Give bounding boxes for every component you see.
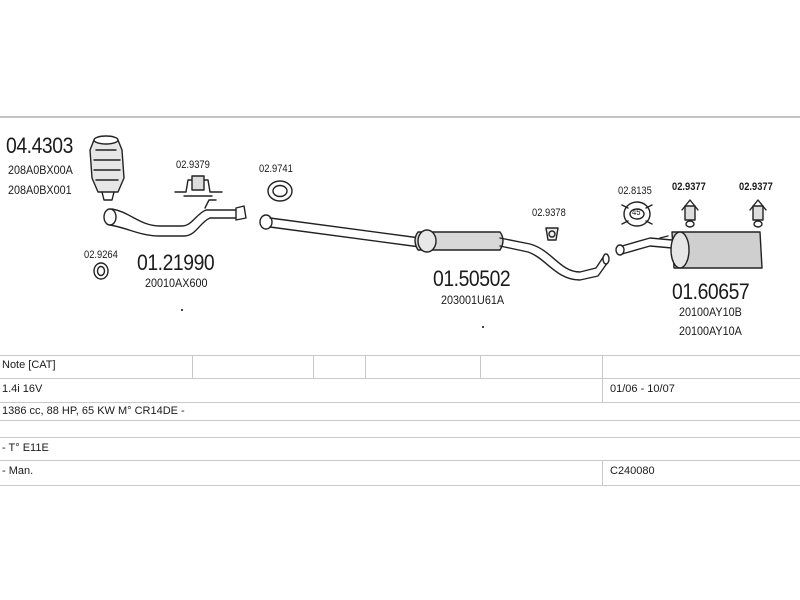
years-cell: 01/06 - 10/07 — [610, 383, 675, 395]
gasket-02-9741-drawing — [267, 180, 293, 202]
mount-02-9377-a-number: 02.9377 — [672, 181, 706, 193]
clamp-02-9264-drawing — [93, 262, 109, 280]
marker-dot — [482, 326, 484, 328]
note-cell: Note [CAT] — [2, 359, 56, 371]
rubber-ring-badge: 45 — [632, 207, 641, 217]
catalyst-drawing — [89, 135, 125, 201]
mount-02-9377-b-drawing — [749, 199, 767, 228]
rear-silencer-drawing — [615, 231, 763, 269]
marker-dot — [181, 309, 183, 311]
rubber-ring-02-8135-drawing — [621, 201, 653, 227]
bracket-02-9379-drawing — [174, 175, 223, 197]
middle-silencer-drawing — [259, 214, 610, 281]
middle-silencer-part-number: 01.50502 — [433, 266, 511, 291]
clamp-02-9264-number: 02.9264 — [84, 249, 118, 261]
catalyst-part-number: 04.4303 — [6, 133, 73, 158]
rear-silencer-ref-1: 20100AY10B — [679, 305, 742, 319]
mount-02-9377-a-drawing — [681, 199, 699, 228]
clamp-02-9378-number: 02.9378 — [532, 207, 566, 219]
engine-cell: 1.4i 16V — [2, 383, 43, 395]
catalyst-ref-2: 208A0BX001 — [8, 183, 72, 197]
rear-silencer-ref-2: 20100AY10A — [679, 324, 742, 338]
top-divider — [0, 116, 800, 118]
exhaust-diagram — [89, 135, 767, 281]
rear-silencer-part-number: 01.60657 — [672, 279, 750, 304]
rubber-ring-02-8135-number: 02.8135 — [618, 185, 652, 197]
gearbox-cell: - Man. — [2, 465, 34, 477]
front-pipe-part-number: 01.21990 — [137, 250, 215, 275]
bracket-02-9379-number: 02.9379 — [176, 159, 210, 171]
front-pipe-ref: 20010AX600 — [145, 276, 208, 290]
gasket-02-9741-number: 02.9741 — [259, 163, 293, 175]
middle-silencer-ref: 203001U61A — [441, 293, 505, 307]
specs-cell: 1386 cc, 88 HP, 65 KW M° CR14DE - — [2, 405, 185, 417]
mount-02-9377-b-number: 02.9377 — [739, 181, 773, 193]
code-cell: C240080 — [610, 465, 655, 477]
catalyst-ref-1: 208A0BX00A — [8, 163, 73, 177]
type-cell: - T° E11E — [2, 442, 49, 454]
front-pipe-drawing — [103, 199, 247, 237]
clamp-02-9378-drawing — [545, 227, 559, 241]
